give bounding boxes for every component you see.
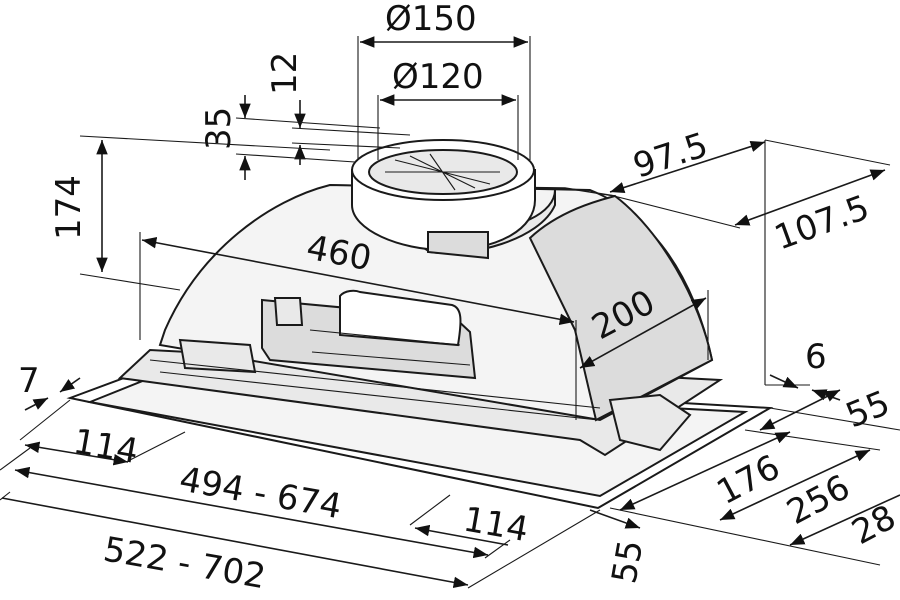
label-d107-5: 107.5	[769, 188, 874, 259]
label-d114-bottom: 114	[460, 499, 531, 550]
dim-line-d6	[769, 374, 799, 389]
label-d176: 176	[710, 447, 786, 513]
label-d174: 174	[49, 175, 89, 240]
label-d150: Ø150	[385, 0, 477, 39]
dim-line-d176	[619, 431, 791, 511]
dimension-lines	[0, 36, 900, 589]
label-d494-674: 494 - 674	[176, 459, 344, 527]
label-d97-5: 97.5	[628, 125, 712, 186]
dim-line-d55-right	[759, 389, 841, 431]
dim-line-d7	[59, 377, 81, 393]
label-d35: 35	[199, 107, 239, 150]
label-d28x: 28	[845, 497, 900, 553]
label-d55-bottom: 55	[604, 537, 651, 587]
dim-line-d200	[579, 297, 707, 369]
dim-line-d55-bottom	[589, 509, 641, 529]
damper-flaps	[385, 153, 500, 191]
label-d256: 256	[780, 467, 856, 533]
label-d6: 6	[805, 337, 827, 377]
dim-line-d256	[719, 449, 871, 521]
hood-body	[66, 139, 774, 510]
dim-line-d460	[141, 237, 575, 325]
dim-line-d114-bottom	[414, 524, 509, 546]
label-d522-702: 522 - 702	[100, 529, 268, 597]
label-d7: 7	[18, 361, 40, 401]
tray-lines	[149, 359, 601, 421]
dim-line-d28x	[789, 494, 900, 546]
switch-block	[273, 297, 304, 326]
dim-line-d107-5	[734, 169, 886, 226]
dim-line-d522-702	[1, 497, 469, 589]
dim-line-d494-674	[14, 466, 489, 559]
label-d120: Ø120	[392, 57, 484, 97]
label-d114-left: 114	[70, 421, 141, 472]
dim-line-d114-left	[24, 441, 129, 466]
label-d12: 12	[265, 52, 305, 95]
dim-line-d97-5	[609, 140, 766, 194]
control-panel	[178, 338, 257, 374]
motor-lines	[309, 329, 471, 366]
